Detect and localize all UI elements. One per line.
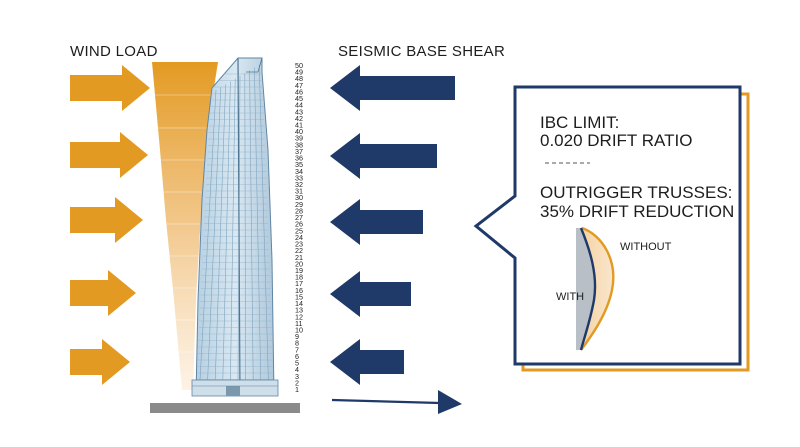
floor-number: 6 [295,352,299,361]
floor-number: 4 [295,365,299,374]
floor-number: 3 [295,372,299,381]
floor-number: 34 [295,167,303,176]
ground-plinth [150,403,300,413]
seismic-base-shear-label: SEISMIC BASE SHEAR [338,43,505,60]
seismic-arrow [330,271,411,317]
floor-number: 39 [295,134,303,143]
tower-mullion [249,70,254,381]
seismic-arrow [330,339,404,385]
tower-mullion [207,87,222,381]
floor-number: 1 [295,385,299,394]
floor-number: 2 [295,378,299,387]
floor-number: 48 [295,74,303,83]
with-label: WITH [556,291,584,303]
without-label: WITHOUT [620,241,672,253]
tower [191,57,279,397]
floor-number: 50 [295,61,303,70]
tower-mullion [199,89,217,381]
outrigger-value: 35% DRIFT REDUCTION [540,202,734,221]
floor-number: 41 [295,121,303,130]
floor-number: 17 [295,279,303,288]
tower-mullion [214,84,226,381]
floor-number: 44 [295,101,303,110]
floor-number: 38 [295,140,303,149]
ibc-limit-title: IBC LIMIT: [540,113,619,132]
floor-number: 5 [295,359,299,368]
floor-number: 47 [295,81,303,90]
seismic-arrow [330,199,423,245]
floor-number: 21 [295,253,303,262]
wind-arrow [70,65,150,111]
floor-number: 14 [295,299,303,308]
floor-number: 8 [295,339,299,348]
ibc-limit-value: 0.020 DRIFT RATIO [540,131,692,150]
floor-number: 27 [295,213,303,222]
floor-number: 22 [295,246,303,255]
floor-number: 23 [295,240,303,249]
floor-number: 9 [295,332,299,341]
base-shear-arrow [331,390,462,414]
tower-mullion [230,78,236,381]
seismic-arrow [330,133,437,179]
floor-number: 7 [295,345,299,354]
floor-number: 45 [295,94,303,103]
floor-number: 13 [295,306,303,315]
seismic-arrow [330,65,455,111]
floor-number: 20 [295,259,303,268]
floor-number: 15 [295,292,303,301]
floor-number: 29 [295,200,303,209]
floor-number: 12 [295,312,303,321]
floor-number: 30 [295,193,303,202]
outrigger-title: OUTRIGGER TRUSSES: [540,183,732,202]
seismic-arrows [330,65,455,385]
floor-number: 42 [295,114,303,123]
wind-arrow [70,132,148,178]
wind-profile-bands [150,94,216,353]
wind-pressure-profile [152,62,218,390]
drift-without-curve [580,226,615,351]
floor-number: 49 [295,68,303,77]
floor-number: 16 [295,286,303,295]
callout-box: IBC LIMIT: 0.020 DRIFT RATIO OUTRIGGER T… [473,85,750,372]
floor-number: 46 [295,87,303,96]
floor-number: 25 [295,226,303,235]
floor-number: 33 [295,173,303,182]
drift-with-curve [579,227,597,351]
floor-number: 32 [295,180,303,189]
floor-number: 26 [295,220,303,229]
floor-number-scale: 5049484746454443424140393837363534333231… [295,61,303,394]
wind-arrow [70,339,130,385]
floor-number: 31 [295,187,303,196]
wind-arrow [70,197,143,243]
floor-number: 36 [295,154,303,163]
floor-number: 37 [295,147,303,156]
floor-number: 19 [295,266,303,275]
floor-number: 40 [295,127,303,136]
tower-mullion [244,73,246,381]
floor-number: 10 [295,325,303,334]
floor-number: 43 [295,107,303,116]
wind-arrows [70,65,150,385]
wind-arrow [70,270,136,316]
wind-load-label: WIND LOAD [70,43,158,60]
floor-number: 11 [295,319,302,328]
floor-number: 35 [295,160,303,169]
floor-number: 24 [295,233,303,242]
floor-number: 28 [295,206,303,215]
tower-mullion [222,81,231,381]
floor-number: 18 [295,273,303,282]
